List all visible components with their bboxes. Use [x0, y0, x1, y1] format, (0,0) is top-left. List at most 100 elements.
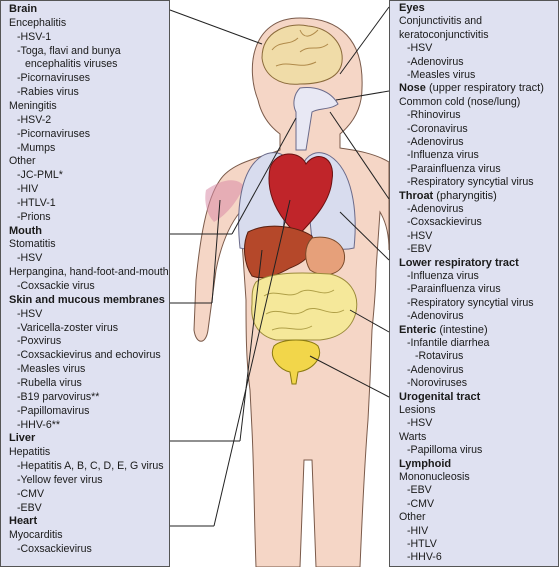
item-text: -Measles virus	[407, 69, 476, 81]
item-text: -Rhinovirus	[407, 109, 461, 122]
item-text: -JC-PML*	[17, 169, 63, 182]
item-text: -Prions	[17, 210, 51, 223]
list-item: -HSV	[407, 230, 432, 242]
item-text: -HIV	[407, 524, 429, 537]
leader-lines	[169, 6, 390, 527]
item-text: -Adenovirus	[407, 136, 464, 148]
item-text: Warts	[399, 430, 427, 443]
item-text: -HHV-6	[407, 551, 442, 564]
list-item: -Noroviruses	[407, 377, 467, 389]
item-text: -Coxsackievirus	[407, 216, 482, 229]
list-item: -Poxvirus	[17, 335, 61, 347]
item-text: Myocarditis	[9, 529, 63, 542]
list-item: -CMV	[17, 488, 44, 500]
item-text: -HTLV	[407, 538, 437, 550]
item-text: -Papillomavirus	[17, 404, 90, 417]
list-item: -HTLV	[407, 538, 437, 550]
list-item: -Infantile diarrhea	[407, 337, 489, 349]
item-text: -Picornaviruses	[17, 127, 91, 140]
list-item: -EBV	[407, 243, 432, 255]
item-text: Mouth	[9, 224, 42, 237]
intestine-loops	[263, 289, 345, 331]
item-text: Liver	[9, 432, 36, 445]
item-text: -EBV	[407, 484, 432, 497]
item-text: -Rabies virus	[17, 86, 79, 99]
item-text: -CMV	[17, 487, 45, 500]
item-text: -Parainfluenza virus	[407, 283, 501, 296]
item-text: Meningitis	[9, 99, 57, 112]
list-item: -Adenovirus	[407, 364, 464, 376]
item-text: -CMV	[407, 497, 435, 510]
list-item: -CMV	[407, 498, 434, 510]
item-text: Lower respiratory tract	[399, 256, 519, 269]
list-item: -Parainfluenza virus	[407, 163, 501, 175]
list-item: keratoconjunctivitis	[399, 29, 489, 41]
list-item: -HSV	[407, 42, 432, 54]
item-text: -EBV	[17, 501, 42, 514]
item-text: -HSV	[407, 229, 433, 242]
item-text: keratoconjunctivitis	[399, 28, 489, 41]
item-text: -Coxsackievirus	[17, 543, 92, 556]
list-item: Warts	[399, 431, 426, 443]
section-heading: Nose (upper respiratory tract)	[399, 82, 544, 94]
list-item: -EBV	[17, 502, 42, 514]
list-item: -Toga, flavi and bunya	[17, 45, 121, 57]
list-item: Herpangina, hand-foot-and-mouth	[9, 266, 169, 278]
list-item: -HSV	[407, 417, 432, 429]
item-text: Other	[9, 155, 36, 168]
list-item: -HIV	[17, 183, 38, 195]
item-text: Herpangina, hand-foot-and-mouth	[9, 266, 169, 279]
list-item: -Measles virus	[407, 69, 475, 81]
item-text: -Coxsackievirus and echovirus	[17, 349, 161, 362]
list-item: Encephalitis	[9, 17, 66, 29]
list-item: Mononucleosis	[399, 471, 470, 483]
item-text: -Hepatitis A, B, C, D, E, G virus	[17, 460, 164, 473]
intestines	[251, 272, 358, 341]
list-item: -Papillomavirus	[17, 405, 89, 417]
item-text: -HSV	[407, 417, 433, 430]
heart	[268, 153, 333, 237]
list-item: -Adenovirus	[407, 310, 464, 322]
list-item: -HIV	[407, 525, 428, 537]
item-text: Lesions	[399, 404, 436, 416]
airway	[293, 87, 339, 151]
list-item: -HTLV-1	[17, 197, 56, 209]
list-item: -HHV-6**	[17, 419, 60, 431]
left-panel	[0, 0, 170, 567]
item-text: -Influenza virus	[407, 149, 479, 162]
section-heading: Brain	[9, 3, 37, 15]
list-item: -Influenza virus	[407, 149, 479, 161]
item-text: -Adenovirus	[407, 310, 464, 323]
item-text: -Infantile diarrhea	[407, 337, 490, 349]
list-item: Common cold (nose/lung)	[399, 96, 520, 108]
item-qualifier: (upper respiratory tract)	[425, 82, 544, 95]
list-item: Hepatitis	[9, 446, 50, 458]
item-text: -Poxvirus	[17, 335, 62, 348]
brain-folds	[271, 29, 329, 67]
item-text: -Rubella virus	[17, 376, 82, 389]
list-item: -HSV-1	[17, 31, 51, 43]
list-item: -Parainfluenza virus	[407, 283, 501, 295]
list-item: -Coxsackievirus	[17, 543, 92, 555]
item-text: -Coronavirus	[407, 122, 468, 135]
list-item: -Respiratory syncytial virus	[407, 297, 534, 309]
list-item: -B19 parvovirus**	[17, 391, 99, 403]
item-text: Nose	[399, 82, 426, 95]
right-panel	[389, 0, 559, 567]
item-text: -Mumps	[17, 141, 56, 154]
item-text: -HHV-6**	[17, 418, 60, 431]
item-text: Conjunctivitis and	[399, 15, 483, 28]
item-text: -EBV	[407, 243, 432, 256]
item-text: -Measles virus	[17, 363, 86, 376]
skin-rash	[205, 180, 244, 222]
list-item: Conjunctivitis and	[399, 15, 482, 27]
list-item: -JC-PML*	[17, 169, 63, 181]
item-text: -Noroviruses	[407, 377, 468, 390]
list-item: -HSV	[17, 252, 42, 264]
item-text: -Influenza virus	[407, 270, 479, 282]
list-item: -EBV	[407, 484, 432, 496]
item-text: -HSV	[17, 252, 43, 265]
item-text: Encephalitis	[9, 16, 67, 29]
list-item: -HSV-2	[17, 114, 51, 126]
